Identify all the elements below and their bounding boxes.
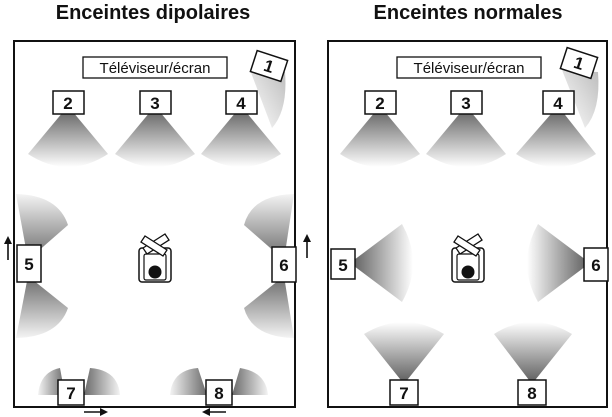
dipole-speaker-6-spread-front [244, 194, 294, 260]
dipole-speaker-5-spread-rear [16, 276, 68, 338]
normal-speaker-6-spread [527, 224, 590, 302]
normal-speaker-8 [517, 379, 547, 406]
dipole-speaker-7 [57, 379, 85, 406]
normal-speaker-3 [450, 90, 483, 115]
normal-speaker-4 [542, 90, 575, 115]
dipole-speaker-1-spread [250, 70, 286, 128]
normal-panel: Téléviseur/écran 1 2 3 4 5 6 7 8 [327, 40, 609, 408]
dipole-speaker-5-spread-front [16, 194, 68, 260]
arrow-right-icon [84, 408, 108, 416]
dipole-tv-label: Téléviseur/écran [100, 60, 211, 77]
dipole-speaker-1 [249, 49, 289, 83]
dipole-speaker-5 [16, 244, 42, 283]
dipole-speaker-6-label: 6 [279, 256, 288, 275]
dipole-speaker-2-spread [28, 106, 108, 167]
dipole-speaker-2 [52, 90, 85, 115]
dipole-speaker-7-spread-right [84, 368, 120, 395]
dipole-speaker-8-spread-left [170, 368, 207, 395]
normal-speaker-7-label: 7 [399, 384, 408, 403]
dipole-speaker-4 [225, 90, 258, 115]
arrow-up-icon [303, 234, 311, 258]
normal-speaker-5 [330, 248, 356, 280]
dipole-speaker-2-label: 2 [63, 94, 72, 113]
normal-speaker-2-spread [340, 106, 420, 167]
normal-speaker-5-spread [350, 224, 413, 302]
normal-speaker-7 [389, 379, 419, 406]
normal-speaker-2 [364, 90, 397, 115]
normal-speaker-6 [583, 247, 609, 282]
dipole-speaker-4-spread [201, 106, 281, 167]
normal-speaker-7-spread [364, 322, 444, 384]
normal-speaker-8-label: 8 [527, 384, 536, 403]
dipole-speaker-3 [139, 90, 172, 115]
normal-speaker-2-label: 2 [375, 94, 384, 113]
dipole-speaker-5-label: 5 [24, 255, 33, 274]
normal-tv-label: Téléviseur/écran [414, 60, 525, 77]
normal-speaker-1 [559, 46, 599, 80]
normal-tv-box [396, 56, 542, 79]
dipole-speaker-4-label: 4 [236, 94, 246, 113]
dipole-speaker-3-label: 3 [150, 94, 159, 113]
dipole-speaker-3-spread [115, 106, 195, 167]
dipole-panel-title: Enceintes dipolaires [55, 2, 251, 24]
dipole-speaker-6 [271, 246, 297, 283]
normal-speaker-1-spread [562, 70, 599, 128]
normal-speaker-3-label: 3 [461, 94, 470, 113]
listener-icon [451, 233, 485, 283]
dipole-tv-box [82, 56, 228, 79]
normal-speaker-3-spread [426, 106, 506, 167]
arrow-up-icon [4, 236, 12, 260]
arrow-left-icon [202, 408, 226, 416]
normal-speaker-6-label: 6 [591, 256, 600, 275]
dipole-speaker-8-spread-right [232, 368, 268, 395]
dipole-speaker-8 [205, 379, 233, 406]
dipole-speaker-7-label: 7 [66, 384, 75, 403]
normal-speaker-4-spread [516, 106, 596, 167]
listener-icon [138, 233, 172, 283]
dipole-speaker-8-label: 8 [214, 384, 223, 403]
dipole-panel: Téléviseur/écran 1 2 3 4 5 6 [4, 40, 311, 416]
dipole-speaker-6-spread-rear [244, 276, 294, 338]
normal-speaker-5-label: 5 [338, 256, 347, 275]
normal-panel-title: Enceintes normales [373, 2, 563, 24]
normal-speaker-8-spread [494, 322, 572, 384]
normal-speaker-4-label: 4 [553, 94, 563, 113]
